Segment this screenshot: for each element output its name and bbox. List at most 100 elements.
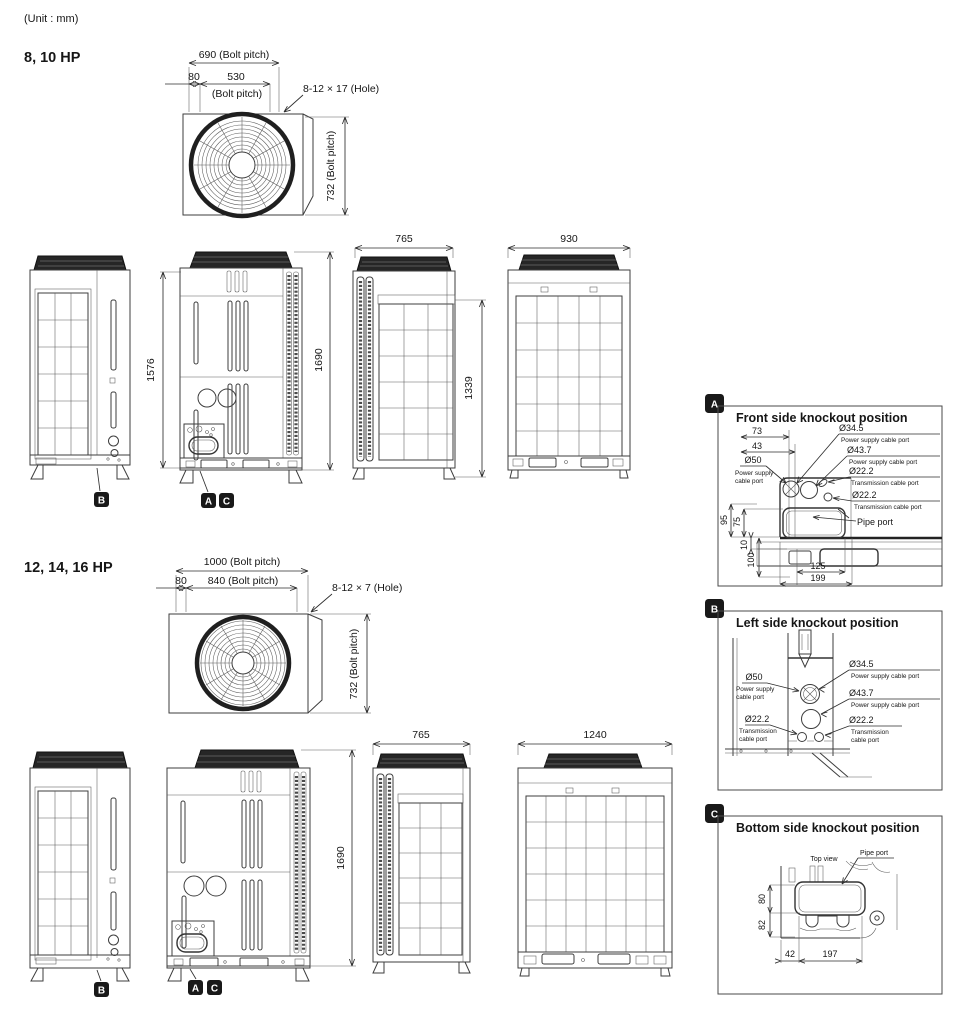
label-o222-left: Ø22.2 [745,714,770,724]
legs [509,469,629,479]
dim-125: 125 [810,561,825,571]
fan-guard-ring [188,111,296,219]
pipe-port-knockout [782,507,846,539]
panel-a-border [717,405,943,587]
panel-c-border [717,815,943,995]
side-slot [110,797,117,871]
ext-lines-690 [188,67,280,112]
dim-1690: 1690 [335,846,347,870]
side-slot [110,299,117,371]
unit-body [372,767,471,963]
section2-title: 12, 14, 16 HP [24,560,113,576]
unit-12-16hp-back-view: 1240 [517,729,673,977]
unit-body [507,269,631,471]
fan-top-cap [543,753,643,769]
knockout-o50 [782,480,800,498]
label-o222-left-desc1: Transmission [739,728,777,735]
dim-930: 930 [560,233,578,245]
fan-guard-ring [194,614,292,712]
panel-b-border [717,610,943,791]
knockout-corner [779,477,851,537]
handle-notch [798,653,812,669]
badge-b-letter: B [98,496,105,507]
dim-line-732 [364,613,370,714]
badge-a [188,980,203,995]
badge-a-letter: A [192,984,199,995]
grille [37,790,89,956]
panel-b-title: Left side knockout position [736,616,899,630]
legs [179,469,303,484]
label-o437-desc: Power supply cable port [849,459,917,466]
dim-197: 197 [822,949,837,959]
fan-spokes [200,620,286,706]
unit-body [29,767,131,969]
side-louvers [287,275,298,452]
unit-body [29,269,131,466]
label-o345-desc: Power supply cable port [851,673,919,680]
dim-43: 43 [752,441,762,451]
dim-line-1690 [349,749,355,967]
label-o437-desc: Power supply cable port [851,702,919,709]
legs [30,464,130,480]
fan-top-cap [33,255,127,271]
dim-line-765 [372,741,471,747]
base-rail [179,457,303,471]
compressor-port [183,875,205,897]
knockout-o222-right [814,732,824,742]
fan-top-cap [32,751,128,769]
fan-plate-flap [307,613,323,714]
label-o222-top: Ø22.2 [849,466,874,476]
side-slot [110,391,117,429]
dim-line-1339 [479,299,485,478]
label-o222-bottom-desc: Transmission cable port [854,504,922,511]
dim-840-bolt-pitch: 840 (Bolt pitch) [208,575,279,587]
dim-line-80-840 [156,585,298,591]
label-o437: Ø43.7 [849,688,874,698]
label-o345: Ø34.5 [839,423,864,433]
badge-a [705,394,724,413]
ext-lines-732 [305,116,349,216]
label-o222-bottom: Ø22.2 [852,490,877,500]
dim-line-732 [342,116,348,216]
knockout-o437 [801,709,821,729]
label-o222-right-desc2: cable port [851,737,879,744]
badge-b [94,492,109,507]
dim-1690: 1690 [313,348,325,372]
dim-530-note: (Bolt pitch) [212,88,262,100]
grille [398,802,463,956]
legs [352,467,456,480]
hole-callout: 8-12 × 7 (Hole) [332,582,402,594]
leg-brace [811,752,849,778]
badge-b-letter: B [711,605,718,616]
dim-690-bolt-pitch: 690 (Bolt pitch) [199,49,270,61]
dim-line-690 [188,60,280,66]
dim-1339: 1339 [463,376,475,400]
dim-80: 80 [175,575,187,587]
panel-c-title: Bottom side knockout position [736,821,919,835]
dim-530: 530 [227,71,245,83]
legs [519,967,671,977]
label-o222-right-desc1: Transmission [851,729,889,736]
side-louvers [378,778,392,951]
fan-hub [231,651,255,675]
badge-b [94,982,109,997]
unit-body [352,270,456,469]
dim-1000-bolt-pitch: 1000 (Bolt pitch) [204,556,280,568]
dim-42: 42 [785,949,795,959]
knockout-o222-bottom [823,492,833,502]
knockout-o50 [800,684,820,704]
dim-75: 75 [732,517,742,527]
base-rail [507,455,631,471]
hole-callout: 8-12 × 17 (Hole) [303,83,379,95]
dim-line-1240 [517,741,673,747]
hole-leader [283,94,304,113]
dim-199: 199 [810,573,825,583]
dim-765: 765 [395,233,413,245]
dim-80: 80 [188,71,200,83]
label-top-view: Top view [810,856,838,863]
dim-73: 73 [752,426,762,436]
label-o50-desc1: Power supply [735,470,774,477]
badge-a [201,493,216,508]
badge-c-letter: C [211,984,218,995]
